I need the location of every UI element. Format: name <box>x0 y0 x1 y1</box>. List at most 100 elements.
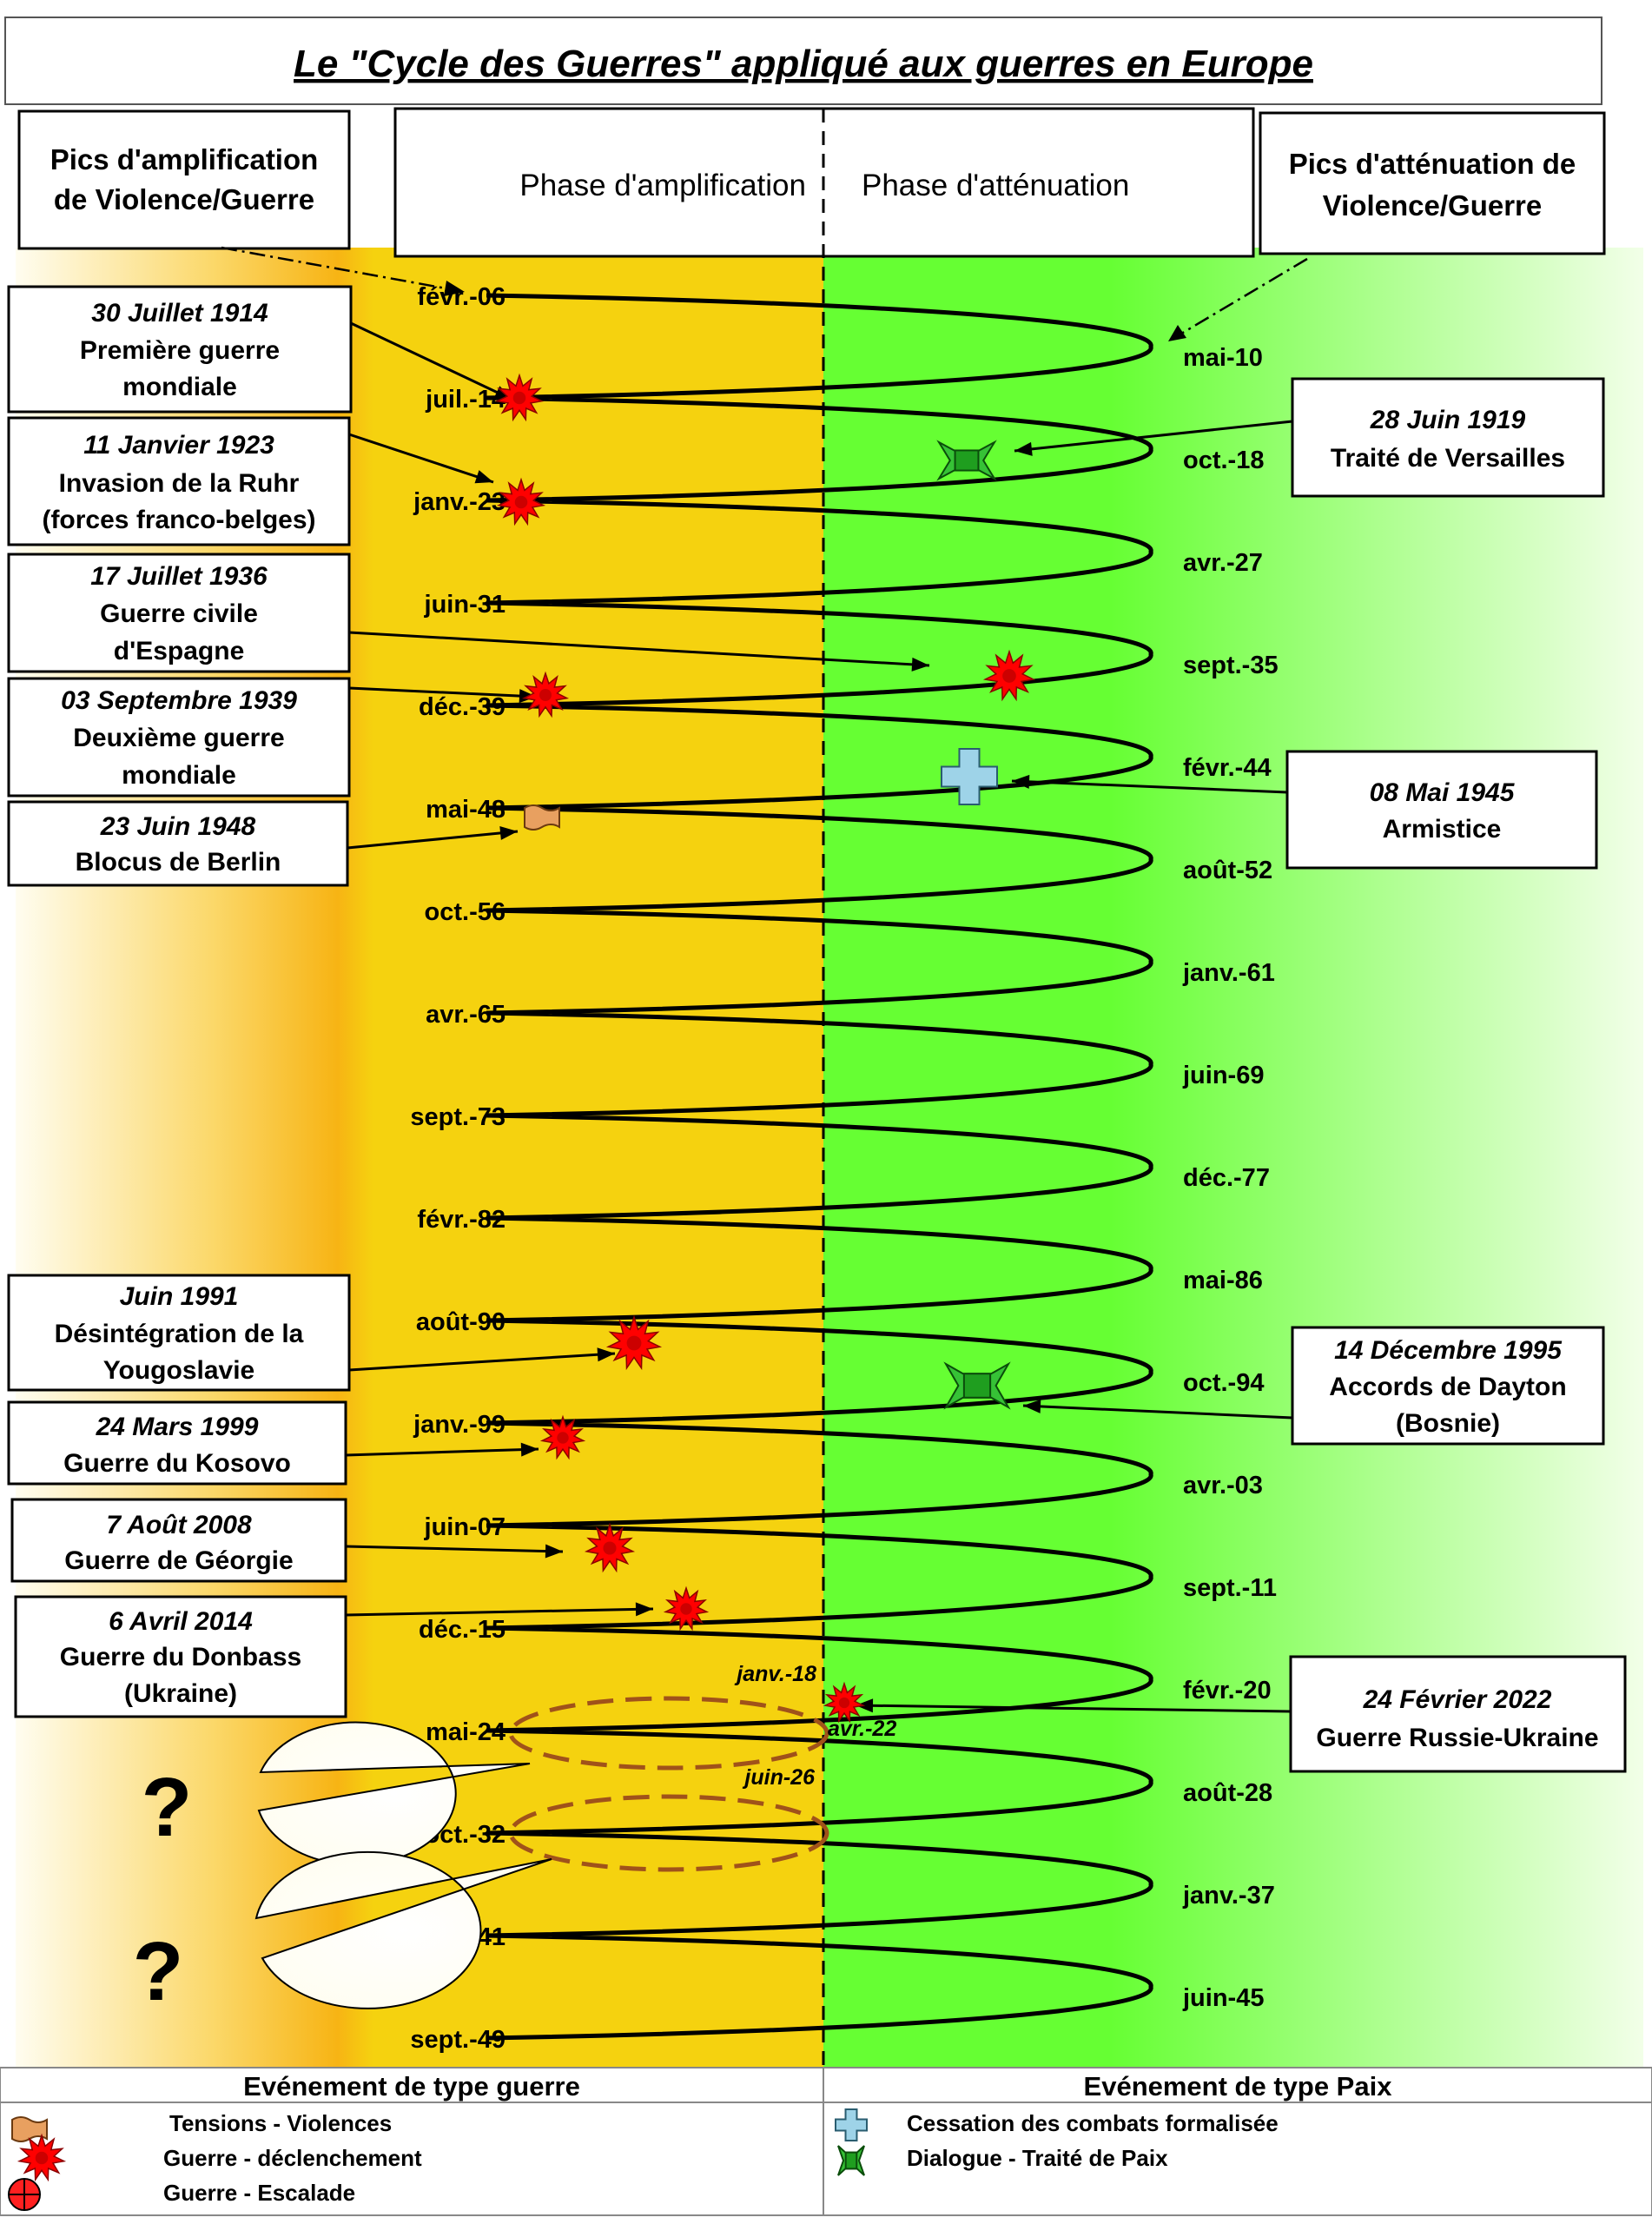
right-date-label: juin-69 <box>1182 1062 1264 1089</box>
left-date-label: mai-24 <box>426 1718 506 1746</box>
left-peak-box <box>17 109 351 250</box>
arrow-versailles-head <box>1014 441 1033 456</box>
event-wwi: 30 Juillet 1914 Première guerre mondiale <box>7 285 353 414</box>
left-header-pointer-head <box>444 281 465 296</box>
cycle-spiral <box>486 293 1153 2041</box>
event-line: Guerre civile <box>100 599 258 628</box>
left-date-label: août-90 <box>416 1308 506 1336</box>
left-date-label: janv.-99 <box>413 1411 506 1439</box>
right-date-label: déc.-77 <box>1183 1164 1270 1192</box>
event-date: 03 Septembre 1939 <box>61 686 297 715</box>
arrow-georgia-head <box>545 1544 563 1559</box>
right-date-label: mai-86 <box>1183 1267 1263 1294</box>
event-box <box>7 285 353 414</box>
event-line: Première guerre <box>80 336 280 365</box>
event-line: Désintégration de la <box>55 1320 304 1348</box>
left-header-pointer <box>221 246 461 293</box>
right-date-label: févr.-20 <box>1183 1677 1272 1704</box>
arrow-donbass <box>345 1607 654 1617</box>
right-date-label: juin-45 <box>1182 1984 1264 2012</box>
event-line: Traité de Versailles <box>1331 444 1565 473</box>
event-date: 14 Décembre 1995 <box>1334 1336 1563 1365</box>
explosion-icon <box>496 477 546 526</box>
event-line: (forces franco-belges) <box>42 506 315 534</box>
event-arrows <box>345 321 1293 1713</box>
event-line: d'Espagne <box>114 637 245 665</box>
event-line: Guerre du Kosovo <box>63 1449 291 1478</box>
amplification-phase-label: Phase d'amplification <box>519 169 806 202</box>
question-bubble-2: ? <box>133 1850 552 2018</box>
right-date-label: janv.-61 <box>1182 959 1275 987</box>
legend-ceasefire: Cessation des combats formalisée <box>907 2110 1279 2136</box>
event-russia-ukraine: 24 Février 2022 Guerre Russie-Ukraine <box>1289 1655 1627 1773</box>
bubble-shape <box>254 1850 552 2009</box>
event-ruhr: 11 Janvier 1923 Invasion de la Ruhr (for… <box>7 416 351 546</box>
arrow-ruhr <box>348 433 494 484</box>
event-date: 28 Juin 1919 <box>1370 406 1526 434</box>
title-box <box>4 17 1602 105</box>
event-date: 30 Juillet 1914 <box>91 299 268 328</box>
question-bubble-1: ? <box>142 1721 531 1866</box>
event-berlin: 23 Juin 1948 Blocus de Berlin <box>7 800 349 887</box>
event-box <box>14 1595 347 1718</box>
event-box <box>7 1274 351 1392</box>
event-date: 7 Août 2008 <box>106 1511 252 1539</box>
left-peak-label-2: de Violence/Guerre <box>54 183 314 215</box>
right-date-label: janv.-37 <box>1182 1882 1275 1910</box>
legend-war-escalation: Guerre - Escalade <box>163 2180 355 2206</box>
left-date-label: juin-07 <box>424 1513 506 1541</box>
left-date-label: févr.-06 <box>417 283 506 311</box>
arrow-dayton <box>1022 1404 1293 1420</box>
event-wwii: 03 Septembre 1939 Deuxième guerre mondia… <box>7 677 351 798</box>
right-date-label: oct.-94 <box>1183 1369 1264 1397</box>
arrow-ruhr-head <box>474 470 493 484</box>
explosion-icon <box>823 1681 866 1724</box>
right-date-label: sept.-35 <box>1183 652 1279 679</box>
event-line: Blocus de Berlin <box>76 848 281 877</box>
event-line: (Bosnie) <box>1396 1409 1500 1438</box>
question-mark: ? <box>133 1925 184 2018</box>
event-box <box>7 416 351 546</box>
legend-war-heading: Evénement de type guerre <box>243 2071 580 2102</box>
event-line: Guerre de Géorgie <box>64 1546 293 1575</box>
event-box <box>7 800 349 887</box>
arrow-berlin-head <box>499 825 518 840</box>
right-date-labels: mai-10oct.-18avr.-27sept.-35févr.-44août… <box>1182 344 1279 2012</box>
arrow-berlin <box>347 830 519 850</box>
event-box <box>1289 1655 1627 1773</box>
arrow-versailles <box>1014 420 1293 453</box>
arrow-georgia <box>345 1545 564 1553</box>
right-event-boxes: 28 Juin 1919 Traité de Versailles 08 Mai… <box>1285 377 1627 1773</box>
event-dayton: 14 Décembre 1995 Accords de Dayton (Bosn… <box>1291 1326 1605 1446</box>
arrow-yugoslavia-head <box>597 1347 615 1362</box>
treaty-icon <box>943 1361 1011 1410</box>
event-line: Guerre Russie-Ukraine <box>1316 1724 1598 1752</box>
event-kosovo: 24 Mars 1999 Guerre du Kosovo <box>7 1400 347 1486</box>
treaty-icon <box>837 2145 865 2176</box>
event-date: 24 Mars 1999 <box>96 1413 259 1441</box>
event-box <box>7 553 351 673</box>
left-event-boxes: 30 Juillet 1914 Première guerre mondiale… <box>7 285 353 1718</box>
crosshair-icon <box>8 2178 41 2211</box>
legend-treaty: Dialogue - Traité de Paix <box>907 2145 1168 2171</box>
left-peak-label-1: Pics d'amplification <box>50 143 319 175</box>
right-peak-label-1: Pics d'atténuation de <box>1289 148 1576 180</box>
right-date-label: août-52 <box>1183 857 1272 884</box>
event-versailles: 28 Juin 1919 Traité de Versailles <box>1291 377 1605 498</box>
right-date-label: févr.-44 <box>1183 754 1272 782</box>
future-oval-2 <box>508 1794 829 1872</box>
event-box <box>1285 750 1598 870</box>
center-label-jan18: janv.-18 <box>734 1662 816 1686</box>
cross-icon <box>941 748 998 805</box>
arrow-wwi <box>350 321 513 401</box>
arrow-yugoslavia <box>348 1352 616 1372</box>
explosion-icon <box>521 671 570 718</box>
arrow-donbass-head <box>635 1602 653 1617</box>
arrow-russia-ukraine <box>855 1704 1292 1713</box>
event-date: 11 Janvier 1923 <box>83 431 274 460</box>
event-line: mondiale <box>122 761 236 790</box>
center-label-avr22: avr.-22 <box>828 1717 896 1741</box>
right-peak-label-2: Violence/Guerre <box>1323 189 1543 222</box>
arrow-kosovo <box>345 1447 539 1457</box>
arrow-armistice <box>1011 779 1288 794</box>
